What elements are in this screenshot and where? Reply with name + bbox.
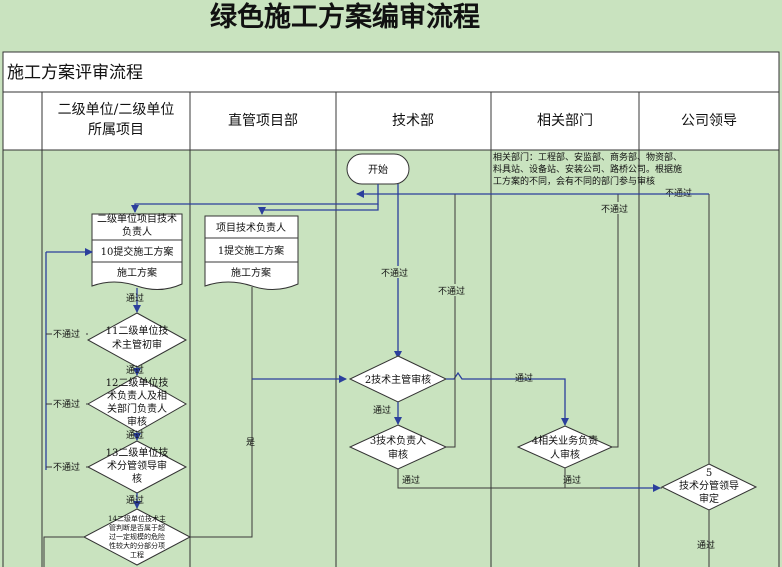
doc-l2-text-3: 施工方案 [231,266,271,279]
lane-header-4: 相关部门 [537,113,593,129]
note-line-1: 相关部门：工程部、安监部、商务部、物资部、 [493,151,682,163]
label-fail-1: 不通过 [53,328,80,340]
decision-5-text-3: 审定 [699,492,719,505]
decision-2-text: 2技术主管审核 [365,373,431,386]
label-pass-7: 通过 [402,474,420,486]
decision-5-text-2: 技术分管领导 [679,479,739,492]
label-fail-6: 不通过 [601,203,628,215]
decision-12-text-4: 审核 [127,415,147,428]
label-pass-6: 通过 [515,372,533,384]
label-fail-2: 不通过 [53,398,80,410]
doc-l2 [204,215,299,290]
lane-header-5: 公司领导 [681,113,737,129]
decision-3-text-2: 审核 [388,448,408,461]
label-pass-2: 通过 [126,364,144,376]
label-pass-9: 通过 [697,539,715,551]
decision-14 [82,508,192,566]
label-fail-5: 不通过 [438,285,465,297]
decision-12-text-1: 12二级单位技 [106,376,169,389]
doc-l1-text-2: 负责人 [122,225,152,238]
page-title: 绿色施工方案编审流程 [210,1,480,33]
start-node-label: 开始 [368,163,388,176]
decision-14-text-1: 14二级单位技术主 [108,514,166,523]
decision-13-text-2: 术分管领导审 [107,459,167,472]
lane-header-3: 技术部 [392,113,434,129]
lane-body-2 [189,149,337,567]
lane-header-1-line-2: 所属项目 [88,122,144,138]
label-yes: 是 [246,437,255,448]
decision-12-text-3: 关部门负责人 [107,402,167,415]
label-fail-7: 不通过 [665,187,692,199]
label-pass-8: 通过 [563,474,581,486]
decision-13-text-1: 13二级单位技 [106,446,169,459]
decision-3-text-1: 3技术负责人 [370,434,426,447]
decision-4-text-1: 4相关业务负责 [532,434,598,447]
doc-l2-text-2: 1提交施工方案 [218,244,284,257]
lane-header-1-line-1: 二级单位/二级单位 [58,102,175,118]
diagram-subtitle: 施工方案评审流程 [7,63,143,83]
decision-4-text-2: 人审核 [550,448,580,461]
label-fail-4: 不通过 [381,267,408,279]
doc-l1-text-4: 施工方案 [117,266,157,279]
decision-14-text-5: 工程 [130,550,144,559]
left-margin-strip [2,91,43,567]
decision-11-text-2: 术主管初审 [112,338,162,351]
doc-l1-text-1: 二级单位项目技术 [97,212,177,225]
decision-5-text-1: 5 [706,468,712,479]
note-line-2: 料具站、设备站、安装公司、路桥公司。根据施 [493,163,682,175]
lane-body-4 [490,149,640,567]
label-pass-5: 通过 [373,404,391,416]
doc-l1 [91,213,183,290]
decision-14-text-3: 过一定规模的危险 [109,532,165,541]
decision-14-text-2: 管判断是否属于超 [109,523,165,532]
decision-11-text-1: 11二级单位技 [106,324,169,337]
lane-header-row [41,91,780,151]
lane-header-2: 直管项目部 [228,112,298,129]
doc-l1-text-3: 10提交施工方案 [101,245,174,258]
note-line-3: 工方案的不同，会有不同的部门参与审核 [493,175,655,187]
label-pass-4: 通过 [126,494,144,506]
lane-body-3 [335,149,492,567]
decision-12-text-2: 术负责人及相 [107,389,167,402]
label-pass-1: 通过 [126,292,144,304]
label-pass-3: 通过 [126,429,144,441]
decision-14-text-4: 性较大的分部分项 [109,541,165,550]
decision-13-text-3: 核 [132,472,142,485]
label-fail-3: 不通过 [53,461,80,473]
doc-l2-text-1: 项目技术负责人 [216,221,286,234]
lane-body-1 [41,149,191,567]
